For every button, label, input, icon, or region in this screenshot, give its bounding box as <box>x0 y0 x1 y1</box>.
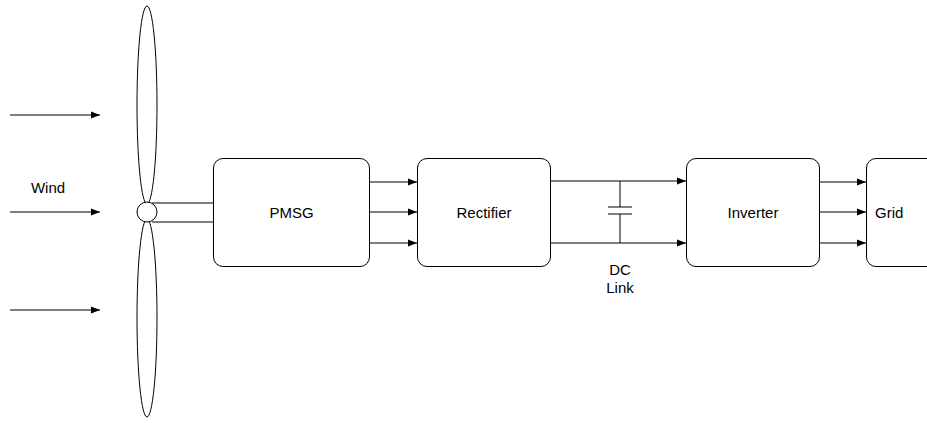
signal-arrow <box>370 212 417 213</box>
wind-arrows <box>10 115 100 310</box>
generator-box: PMSG <box>213 158 370 267</box>
box-text: Inverter <box>728 204 779 222</box>
signal-arrow <box>820 182 866 183</box>
box-text: PMSG <box>269 204 313 222</box>
signal-arrow <box>551 181 686 182</box>
rectifier-box: Rectifier <box>417 158 551 267</box>
dc-link-capacitor <box>608 181 632 243</box>
inverter-box: Inverter <box>686 158 820 267</box>
dc-link-label: DC Link <box>596 261 644 297</box>
wind-label: Wind <box>18 179 78 197</box>
signal-arrow <box>820 212 866 213</box>
signal-arrow <box>370 182 417 183</box>
box-text: Rectifier <box>456 204 511 222</box>
signal-arrow <box>370 243 417 244</box>
signal-arrow <box>551 243 686 244</box>
turbine-rotor <box>137 6 213 417</box>
grid-box: Grid <box>866 158 927 267</box>
signal-arrow <box>820 243 866 244</box>
box-text: Grid <box>875 204 903 222</box>
